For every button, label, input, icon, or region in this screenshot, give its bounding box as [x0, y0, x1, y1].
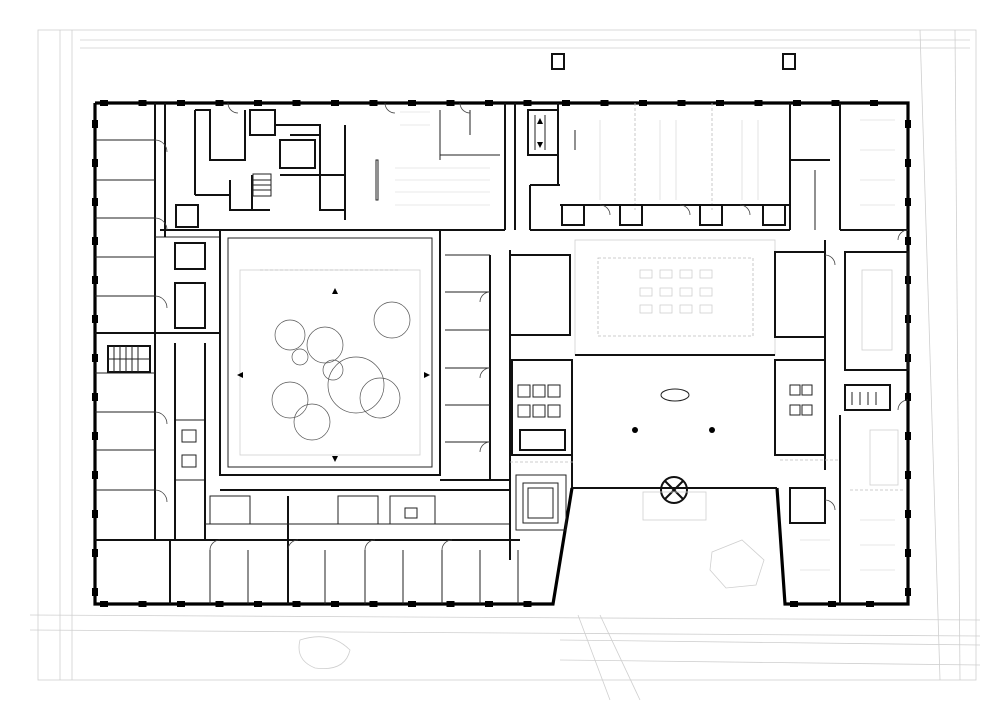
column — [215, 601, 224, 607]
skylight-cross-icon — [660, 476, 688, 504]
column — [331, 100, 339, 106]
column — [215, 100, 224, 106]
column — [831, 100, 840, 106]
column — [639, 100, 647, 106]
column — [369, 601, 378, 607]
column — [100, 100, 108, 106]
column — [523, 100, 532, 106]
column — [92, 354, 98, 362]
column — [408, 601, 416, 607]
column — [600, 100, 609, 106]
door-swings — [154, 102, 909, 551]
south-wing — [169, 495, 519, 604]
site-context — [29, 29, 981, 701]
column — [92, 393, 98, 401]
column — [677, 100, 686, 106]
stair-icon — [515, 474, 567, 531]
column — [92, 276, 98, 284]
column — [92, 237, 98, 245]
column — [485, 100, 493, 106]
column — [177, 100, 185, 106]
column — [408, 100, 416, 106]
column — [905, 588, 911, 596]
north-east-wing — [527, 103, 908, 231]
column — [716, 100, 724, 106]
north-west-zone — [160, 103, 516, 237]
column — [905, 510, 911, 518]
column — [292, 601, 301, 607]
column — [485, 601, 493, 607]
column — [92, 510, 98, 518]
column — [92, 198, 98, 206]
column — [905, 432, 911, 440]
column — [331, 601, 339, 607]
building-envelope — [93, 101, 910, 606]
column — [905, 471, 911, 479]
column — [138, 100, 147, 106]
column — [92, 588, 98, 596]
column — [828, 601, 836, 607]
column — [870, 100, 878, 106]
column — [905, 237, 911, 245]
stair-icon — [252, 173, 272, 197]
column — [866, 601, 874, 607]
column — [446, 601, 455, 607]
stair-icon — [851, 392, 877, 405]
site-pillars — [551, 53, 796, 70]
column — [905, 393, 911, 401]
column — [100, 601, 108, 607]
column — [92, 471, 98, 479]
column — [92, 432, 98, 440]
stair-icon — [113, 346, 139, 372]
central-hall — [574, 239, 776, 521]
column — [562, 100, 570, 106]
column — [369, 100, 378, 106]
column — [254, 100, 262, 106]
column — [92, 315, 98, 323]
column — [92, 120, 98, 128]
column — [177, 601, 185, 607]
courtyard-east-rooms — [440, 254, 510, 481]
tree-canopy-icon — [271, 301, 411, 441]
column — [523, 601, 532, 607]
column — [793, 100, 801, 106]
column — [754, 100, 763, 106]
column — [905, 120, 911, 128]
column — [446, 100, 455, 106]
central-courtyard — [219, 229, 510, 491]
perimeter-columns — [92, 100, 911, 607]
column — [92, 549, 98, 557]
column — [905, 159, 911, 167]
column — [138, 601, 147, 607]
column — [905, 198, 911, 206]
column — [292, 100, 301, 106]
east-wing — [774, 240, 909, 604]
stair-icon — [534, 115, 546, 150]
central-service-core — [509, 250, 575, 560]
column — [790, 601, 798, 607]
column — [92, 159, 98, 167]
column — [254, 601, 262, 607]
column — [905, 549, 911, 557]
